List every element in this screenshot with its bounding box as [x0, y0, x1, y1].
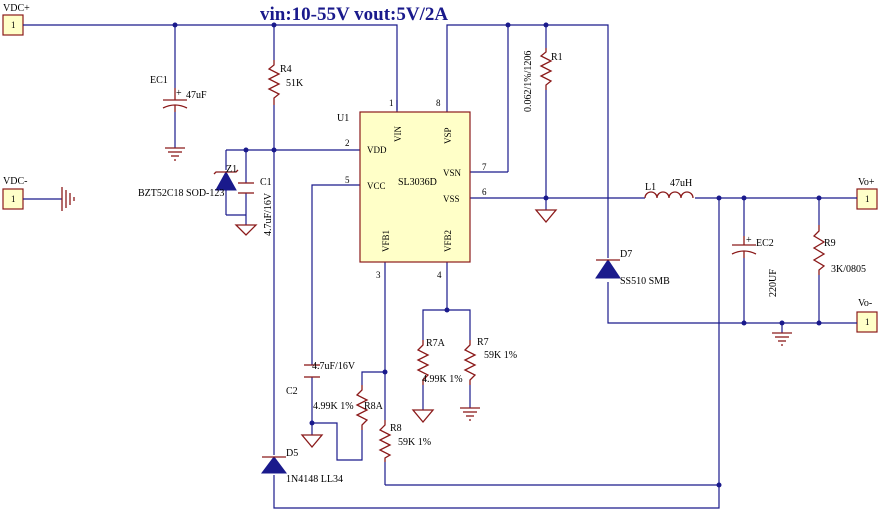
capacitor-c1: C1 4.7uF/16V — [238, 177, 274, 236]
z1-ref: Z1 — [226, 164, 237, 175]
pin-vss-label: VSS — [443, 194, 460, 204]
diode-d5: D5 1N4148 LL34 — [261, 448, 343, 485]
ground-symbol-ec1 — [165, 147, 185, 161]
r9-ref: R9 — [824, 238, 836, 249]
diagram-title: vin:10-55V vout:5V/2A — [260, 4, 448, 25]
junctions — [172, 22, 822, 488]
pin-vfb2-label: VFB2 — [443, 230, 453, 252]
ec2-plus-mark: + — [746, 235, 752, 246]
d5-ref: D5 — [286, 448, 298, 459]
pin-6-number: 6 — [482, 187, 487, 197]
ground-symbol-c1 — [234, 224, 258, 236]
ground-symbol-vo — [772, 332, 792, 346]
pin-vin-label: VIN — [393, 126, 403, 142]
r8a-ref: R8A — [364, 401, 384, 412]
pin-vfb1-label: VFB1 — [381, 230, 391, 252]
port-vdc-minus: VDC- 1 — [2, 176, 27, 210]
pin-vdd-label: VDD — [367, 145, 387, 155]
pin-3-number: 3 — [376, 270, 381, 280]
pin-1-number: 1 — [389, 98, 394, 108]
port-vdc-plus-label: VDC+ — [3, 3, 30, 14]
port-vo-plus: Vo+ 1 — [856, 177, 878, 210]
port-vo-plus-label: Vo+ — [858, 177, 875, 188]
ec1-value: 47uF — [186, 90, 207, 101]
ground-symbol-r7 — [460, 407, 480, 421]
pin-7-number: 7 — [482, 162, 487, 172]
pin-vcc-label: VCC — [367, 181, 386, 191]
c2-ref: C2 — [286, 386, 298, 397]
ec1-ref: EC1 — [150, 75, 168, 86]
r8-ref: R8 — [390, 423, 402, 434]
pin-vsp-label: VSP — [443, 127, 453, 144]
d7-ref: D7 — [620, 249, 632, 260]
pin-4-number: 4 — [437, 270, 442, 280]
ic-designator: U1 — [337, 113, 349, 124]
port-vdc-plus-pin: 1 — [11, 20, 16, 30]
resistor-r4: R4 51K — [267, 60, 304, 105]
r4-ref: R4 — [280, 64, 292, 75]
c2-value: 4.7uF/16V — [312, 361, 356, 372]
r7-ref: R7 — [477, 337, 489, 348]
wires — [23, 24, 857, 509]
port-vo-minus-pin: 1 — [865, 317, 870, 327]
capacitor-ec2: + EC2 220UF — [731, 235, 779, 297]
port-vo-minus-label: Vo- — [858, 298, 872, 309]
ic-u1: U1 SL3036D VDD VCC VSN VSS VIN VSP VFB1 … — [337, 98, 487, 280]
r8a-value: 4.99K 1% — [313, 401, 354, 412]
resistor-r9: R9 3K/0805 — [812, 225, 866, 275]
r1-value: 0.062/1%/1206 — [523, 51, 534, 112]
r9-value: 3K/0805 — [831, 264, 866, 275]
port-vdc-minus-pin: 1 — [11, 194, 16, 204]
r7a-value: 4.99K 1% — [422, 374, 463, 385]
l1-ref: L1 — [645, 182, 656, 193]
resistor-r1: R1 0.062/1%/1206 — [523, 48, 563, 112]
port-vdc-minus-label: VDC- — [3, 176, 27, 187]
r7a-ref: R7A — [426, 338, 446, 349]
l1-value: 47uH — [670, 178, 692, 189]
ground-symbol-r1 — [534, 209, 558, 224]
ground-symbol-vdc-minus — [61, 187, 75, 211]
ground-symbol-r7a — [411, 409, 435, 424]
pin-vsn-label: VSN — [443, 168, 462, 178]
ec2-value: 220UF — [768, 269, 779, 297]
port-vo-minus: Vo- 1 — [856, 298, 878, 333]
port-vo-plus-pin: 1 — [865, 194, 870, 204]
pin-5-number: 5 — [345, 175, 350, 185]
zener-z1: Z1 BZT52C18 SOD-123 — [138, 164, 239, 199]
pin-8-number: 8 — [436, 98, 441, 108]
capacitor-ec1: + EC1 47uF — [150, 75, 207, 112]
ic-part-number: SL3036D — [398, 177, 437, 188]
d7-value: SS510 SMB — [620, 276, 670, 287]
resistor-r8: R8 59K 1% — [378, 420, 431, 462]
c1-ref: C1 — [260, 177, 272, 188]
ec2-ref: EC2 — [756, 238, 774, 249]
ec1-plus-mark: + — [176, 88, 182, 99]
inductor-l1: L1 47uH — [644, 178, 694, 199]
resistor-r8a: 4.99K 1% R8A — [313, 385, 384, 430]
z1-value: BZT52C18 SOD-123 — [138, 188, 224, 199]
r4-value: 51K — [286, 78, 304, 89]
r8-value: 59K 1% — [398, 437, 431, 448]
r7-value: 59K 1% — [484, 350, 517, 361]
capacitor-c2: 4.7uF/16V C2 — [286, 361, 356, 397]
ground-symbol-c2 — [300, 434, 324, 449]
d5-value: 1N4148 LL34 — [286, 474, 343, 485]
r1-ref: R1 — [551, 52, 563, 63]
resistor-r7: R7 59K 1% — [463, 337, 517, 385]
resistor-r7a: R7A 4.99K 1% — [416, 338, 463, 385]
c1-value: 4.7uF/16V — [263, 192, 274, 236]
pin-2-number: 2 — [345, 138, 350, 148]
port-vdc-plus: VDC+ 1 — [2, 3, 30, 36]
diode-d7: D7 SS510 SMB — [595, 249, 670, 287]
